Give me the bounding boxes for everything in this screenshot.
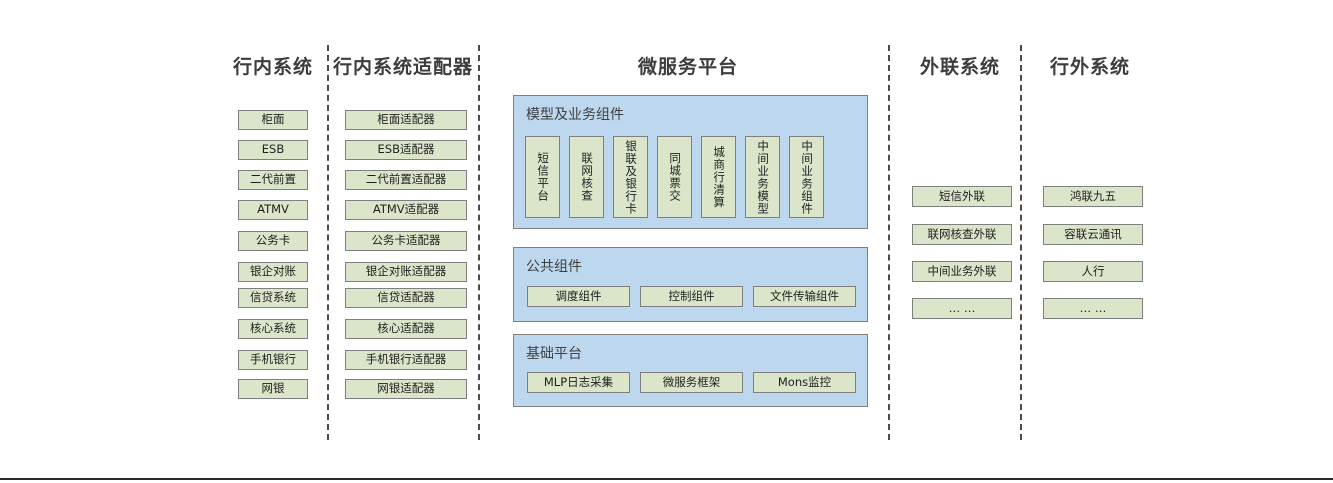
column-title-microservice-platform: 微服务平台 — [637, 56, 738, 78]
panel-title-model-business-components: 模型及业务组件 — [526, 107, 624, 123]
node-model-component[interactable]: 短信平台 — [525, 136, 560, 218]
node-base-platform-component[interactable]: Mons监控 — [753, 372, 856, 393]
node-model-component[interactable]: 城商行清算 — [701, 136, 736, 218]
column-title-external-link-systems: 外联系统 — [919, 56, 1000, 78]
node-internal-system[interactable]: 银企对账 — [238, 262, 308, 282]
column-title-internal-systems: 行内系统 — [232, 56, 313, 78]
node-offbank-system[interactable]: 人行 — [1043, 261, 1143, 282]
node-internal-system[interactable]: 信贷系统 — [238, 288, 308, 308]
node-internal-adapter[interactable]: 柜面适配器 — [345, 110, 467, 130]
panel-title-public-components: 公共组件 — [526, 259, 582, 275]
node-public-component[interactable]: 调度组件 — [527, 286, 630, 307]
node-internal-system[interactable]: 二代前置 — [238, 170, 308, 190]
node-external-link-system[interactable]: … … — [912, 298, 1012, 319]
node-offbank-system[interactable]: 容联云通讯 — [1043, 224, 1143, 245]
column-title-internal-adapters: 行内系统适配器 — [333, 56, 474, 78]
node-internal-adapter[interactable]: ESB适配器 — [345, 140, 467, 160]
node-internal-adapter[interactable]: 手机银行适配器 — [345, 350, 467, 370]
node-internal-adapter[interactable]: 核心适配器 — [345, 319, 467, 339]
node-base-platform-component[interactable]: MLP日志采集 — [527, 372, 630, 393]
node-internal-system[interactable]: 公务卡 — [238, 231, 308, 251]
divider-3 — [888, 45, 890, 440]
divider-2 — [478, 45, 480, 440]
node-internal-adapter[interactable]: 信贷适配器 — [345, 288, 467, 308]
node-model-component[interactable]: 联网核查 — [569, 136, 604, 218]
node-internal-system[interactable]: 柜面 — [238, 110, 308, 130]
node-internal-adapter[interactable]: 公务卡适配器 — [345, 231, 467, 251]
node-internal-adapter[interactable]: ATMV适配器 — [345, 200, 467, 220]
node-offbank-system[interactable]: … … — [1043, 298, 1143, 319]
node-public-component[interactable]: 控制组件 — [640, 286, 743, 307]
node-external-link-system[interactable]: 联网核查外联 — [912, 224, 1012, 245]
node-external-link-system[interactable]: 短信外联 — [912, 186, 1012, 207]
node-internal-system[interactable]: ESB — [238, 140, 308, 160]
node-model-component[interactable]: 中间业务组件 — [789, 136, 824, 218]
node-internal-adapter[interactable]: 银企对账适配器 — [345, 262, 467, 282]
panel-public-components: 公共组件 — [513, 247, 868, 322]
node-offbank-system[interactable]: 鸿联九五 — [1043, 186, 1143, 207]
node-internal-adapter[interactable]: 网银适配器 — [345, 379, 467, 399]
node-model-component[interactable]: 中间业务模型 — [745, 136, 780, 218]
divider-1 — [327, 45, 329, 440]
node-base-platform-component[interactable]: 微服务框架 — [640, 372, 743, 393]
node-internal-system[interactable]: 核心系统 — [238, 319, 308, 339]
node-model-component[interactable]: 银联及银行卡 — [613, 136, 648, 218]
node-internal-system[interactable]: 网银 — [238, 379, 308, 399]
node-external-link-system[interactable]: 中间业务外联 — [912, 261, 1012, 282]
divider-4 — [1020, 45, 1022, 440]
column-title-offbank-systems: 行外系统 — [1049, 56, 1130, 78]
node-public-component[interactable]: 文件传输组件 — [753, 286, 856, 307]
bottom-divider — [0, 478, 1333, 480]
panel-title-base-platform: 基础平台 — [526, 346, 582, 362]
node-internal-adapter[interactable]: 二代前置适配器 — [345, 170, 467, 190]
node-internal-system[interactable]: 手机银行 — [238, 350, 308, 370]
node-internal-system[interactable]: ATMV — [238, 200, 308, 220]
panel-base-platform: 基础平台 — [513, 334, 868, 407]
node-model-component[interactable]: 同城票交 — [657, 136, 692, 218]
